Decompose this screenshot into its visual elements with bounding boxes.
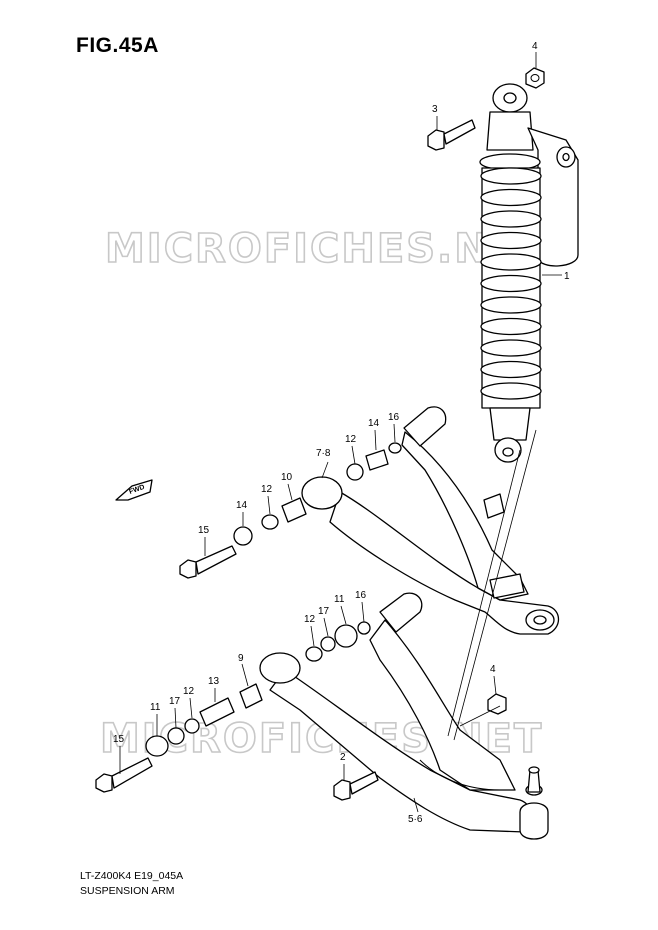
model-code: LT-Z400K4 E19_045A [80,870,184,882]
watermark-upper: MICROFICHES.NET [105,226,548,272]
part-labels: 4 3 1 7·8 10 12 14 15 12 14 16 9 13 12 1… [113,41,570,825]
spring-coil [480,167,542,185]
leader-lines [119,52,562,813]
label-5-6: 5·6 [408,814,423,825]
bolt-2[interactable] [333,771,379,801]
label-17b: 17 [169,696,181,707]
label-11a: 11 [334,594,345,605]
label-13: 13 [208,676,220,687]
label-11b: 11 [150,702,161,713]
label-15a: 15 [198,525,210,536]
label-7-8: 7·8 [316,448,331,459]
spring-coil [480,317,542,336]
label-17a: 17 [318,606,330,617]
upper-suspension-arm[interactable] [301,406,560,635]
label-16a: 16 [388,412,400,423]
nut-4-top[interactable] [525,67,545,89]
fwd-arrow-icon: FWD [115,479,153,501]
spring-coil [480,274,542,293]
label-9: 9 [238,653,244,664]
lower-bushing-hardware[interactable] [95,621,371,793]
upper-bushing-hardware[interactable] [179,442,402,579]
label-14a: 14 [236,500,248,511]
label-3: 3 [432,104,438,115]
spring-coil [480,339,542,357]
label-16b: 16 [355,590,367,601]
spring-coil [480,253,542,271]
figure-title: FIG.45A [76,34,159,57]
spring-coil [480,360,542,379]
label-1: 1 [564,271,570,282]
label-4b: 4 [490,664,496,675]
label-2: 2 [340,752,346,763]
label-14b: 14 [368,418,380,429]
section-name: SUSPENSION ARM [80,885,175,897]
spring-coil [480,382,542,400]
label-15b: 15 [113,734,125,745]
spring-coil [480,188,542,207]
spring-coil [480,210,542,228]
label-12c: 12 [304,614,316,625]
lower-suspension-arm[interactable] [259,592,535,833]
label-12b: 12 [345,434,357,445]
shock-absorber[interactable] [479,83,579,463]
spring-coil [480,296,542,314]
spring-coil [480,231,542,250]
label-4: 4 [532,41,538,52]
label-12d: 12 [183,686,195,697]
label-10: 10 [281,472,293,483]
label-12a: 12 [261,484,273,495]
ball-joint[interactable] [519,766,549,840]
bolt-3[interactable] [427,119,476,151]
